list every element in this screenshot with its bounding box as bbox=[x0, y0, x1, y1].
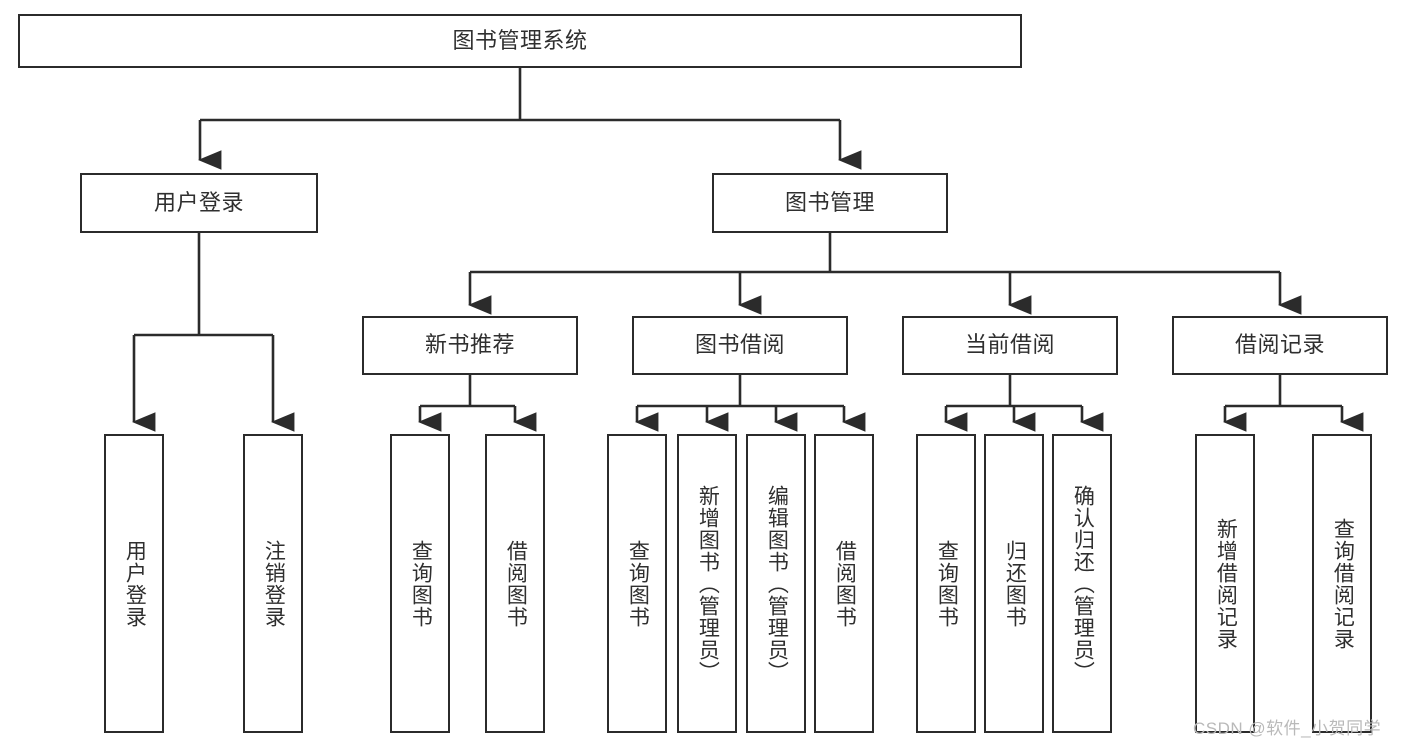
node-user-login[interactable]: 用户登录 bbox=[80, 173, 318, 233]
node-label: 用户登录 bbox=[123, 539, 147, 628]
leaf-current-confirm-return-admin[interactable]: 确认归还（管理员） bbox=[1052, 434, 1112, 733]
node-label: 图书借阅 bbox=[694, 332, 785, 358]
node-label: 查询图书 bbox=[935, 539, 959, 628]
node-label: 新书推荐 bbox=[424, 332, 515, 358]
node-label: 确认归还（管理员） bbox=[1071, 484, 1095, 683]
leaf-borrow-add-book-admin[interactable]: 新增图书（管理员） bbox=[677, 434, 737, 733]
node-label: 新增图书（管理员） bbox=[696, 484, 720, 683]
node-book-borrow[interactable]: 图书借阅 bbox=[632, 316, 848, 375]
node-new-book-recommend[interactable]: 新书推荐 bbox=[362, 316, 578, 375]
leaf-records-add-record[interactable]: 新增借阅记录 bbox=[1195, 434, 1255, 733]
leaf-new-book-borrow[interactable]: 借阅图书 bbox=[485, 434, 545, 733]
node-current-borrow[interactable]: 当前借阅 bbox=[902, 316, 1118, 375]
node-borrow-records[interactable]: 借阅记录 bbox=[1172, 316, 1388, 375]
node-label: 新增借阅记录 bbox=[1214, 517, 1238, 650]
node-root-system[interactable]: 图书管理系统 bbox=[18, 14, 1022, 68]
node-label: 归还图书 bbox=[1003, 539, 1027, 628]
node-book-management[interactable]: 图书管理 bbox=[712, 173, 948, 233]
node-label: 借阅图书 bbox=[504, 539, 528, 628]
node-label: 借阅图书 bbox=[833, 539, 857, 628]
node-label: 编辑图书（管理员） bbox=[765, 484, 789, 683]
node-label: 借阅记录 bbox=[1234, 332, 1325, 358]
node-label: 查询图书 bbox=[626, 539, 650, 628]
node-label: 用户登录 bbox=[153, 189, 244, 215]
leaf-records-query-record[interactable]: 查询借阅记录 bbox=[1312, 434, 1372, 733]
node-label: 注销登录 bbox=[262, 539, 286, 628]
node-label: 当前借阅 bbox=[964, 332, 1055, 358]
node-label: 图书管理 bbox=[784, 189, 875, 215]
leaf-borrow-borrow-book[interactable]: 借阅图书 bbox=[814, 434, 874, 733]
leaf-current-query-book[interactable]: 查询图书 bbox=[916, 434, 976, 733]
leaf-current-return-book[interactable]: 归还图书 bbox=[984, 434, 1044, 733]
leaf-new-book-query[interactable]: 查询图书 bbox=[390, 434, 450, 733]
leaf-user-login-signout[interactable]: 注销登录 bbox=[243, 434, 303, 733]
node-label: 图书管理系统 bbox=[452, 27, 588, 53]
node-label: 查询图书 bbox=[409, 539, 433, 628]
leaf-borrow-query-book[interactable]: 查询图书 bbox=[607, 434, 667, 733]
node-label: 查询借阅记录 bbox=[1331, 517, 1355, 650]
leaf-borrow-edit-book-admin[interactable]: 编辑图书（管理员） bbox=[746, 434, 806, 733]
leaf-user-login-signin[interactable]: 用户登录 bbox=[104, 434, 164, 733]
